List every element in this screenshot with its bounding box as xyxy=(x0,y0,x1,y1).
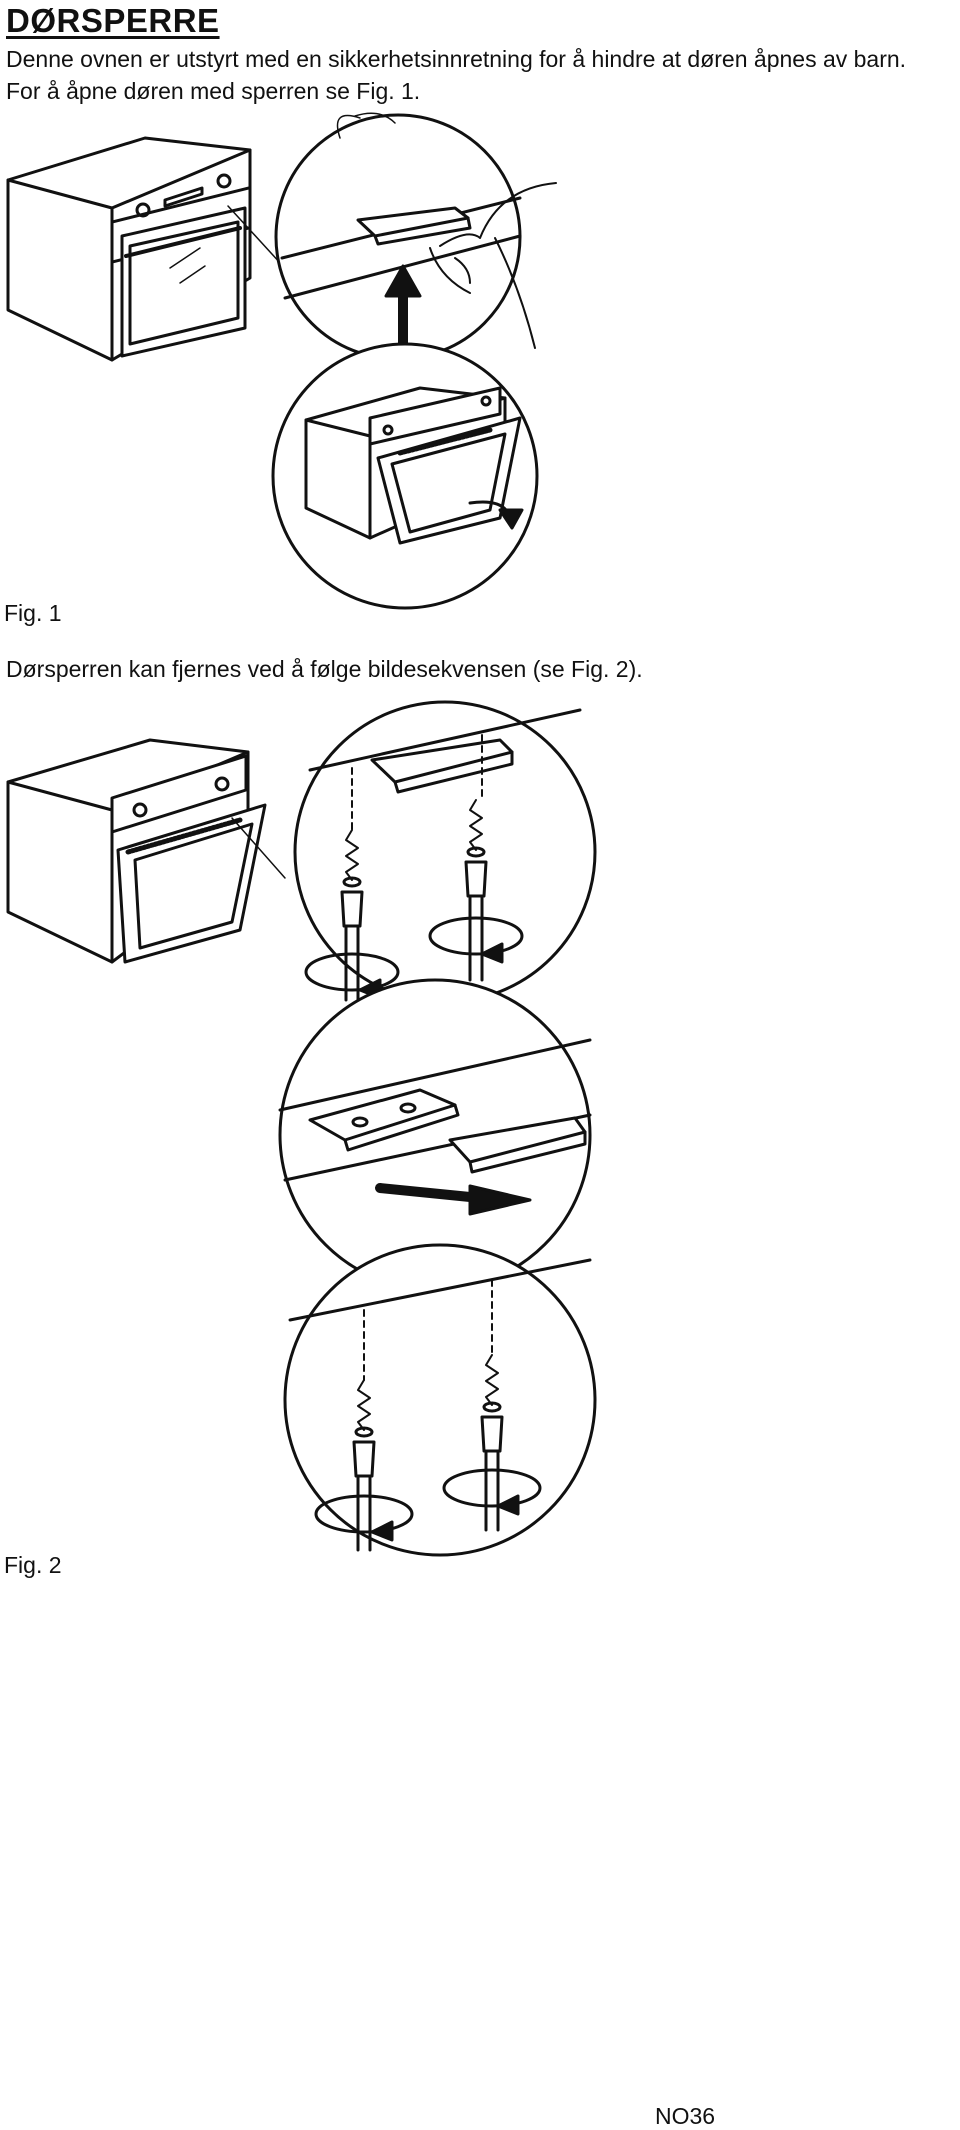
fig1-lock-detail xyxy=(282,113,556,348)
removal-instruction: Dørsperren kan fjernes ved å følge bilde… xyxy=(6,656,643,682)
screw-icon xyxy=(344,800,484,886)
fig1-door-opening xyxy=(306,388,522,543)
screwdriver-icon xyxy=(342,862,486,1000)
pull-arrow-icon xyxy=(380,1186,530,1214)
fig2-illustration xyxy=(0,700,600,1560)
fig1-illustration xyxy=(0,118,560,600)
page-number: NO36 xyxy=(655,2103,716,2129)
fig1-caption: Fig. 1 xyxy=(4,600,62,626)
fig2-step3-unscrew xyxy=(290,1260,590,1550)
hand-icon xyxy=(440,183,556,246)
fig2-oven-icon xyxy=(8,740,265,962)
intro-line-2: For å åpne døren med sperren se Fig. 1. xyxy=(6,78,421,104)
fig2-step2-pull xyxy=(280,1040,590,1214)
fig2-caption: Fig. 2 xyxy=(4,1552,62,1578)
fig2-step1-unscrew xyxy=(306,710,580,1000)
oven-icon xyxy=(8,138,250,360)
intro-line-1: Denne ovnen er utstyrt med en sikkerhets… xyxy=(6,46,907,72)
page-title: DØRSPERRE xyxy=(6,2,220,39)
